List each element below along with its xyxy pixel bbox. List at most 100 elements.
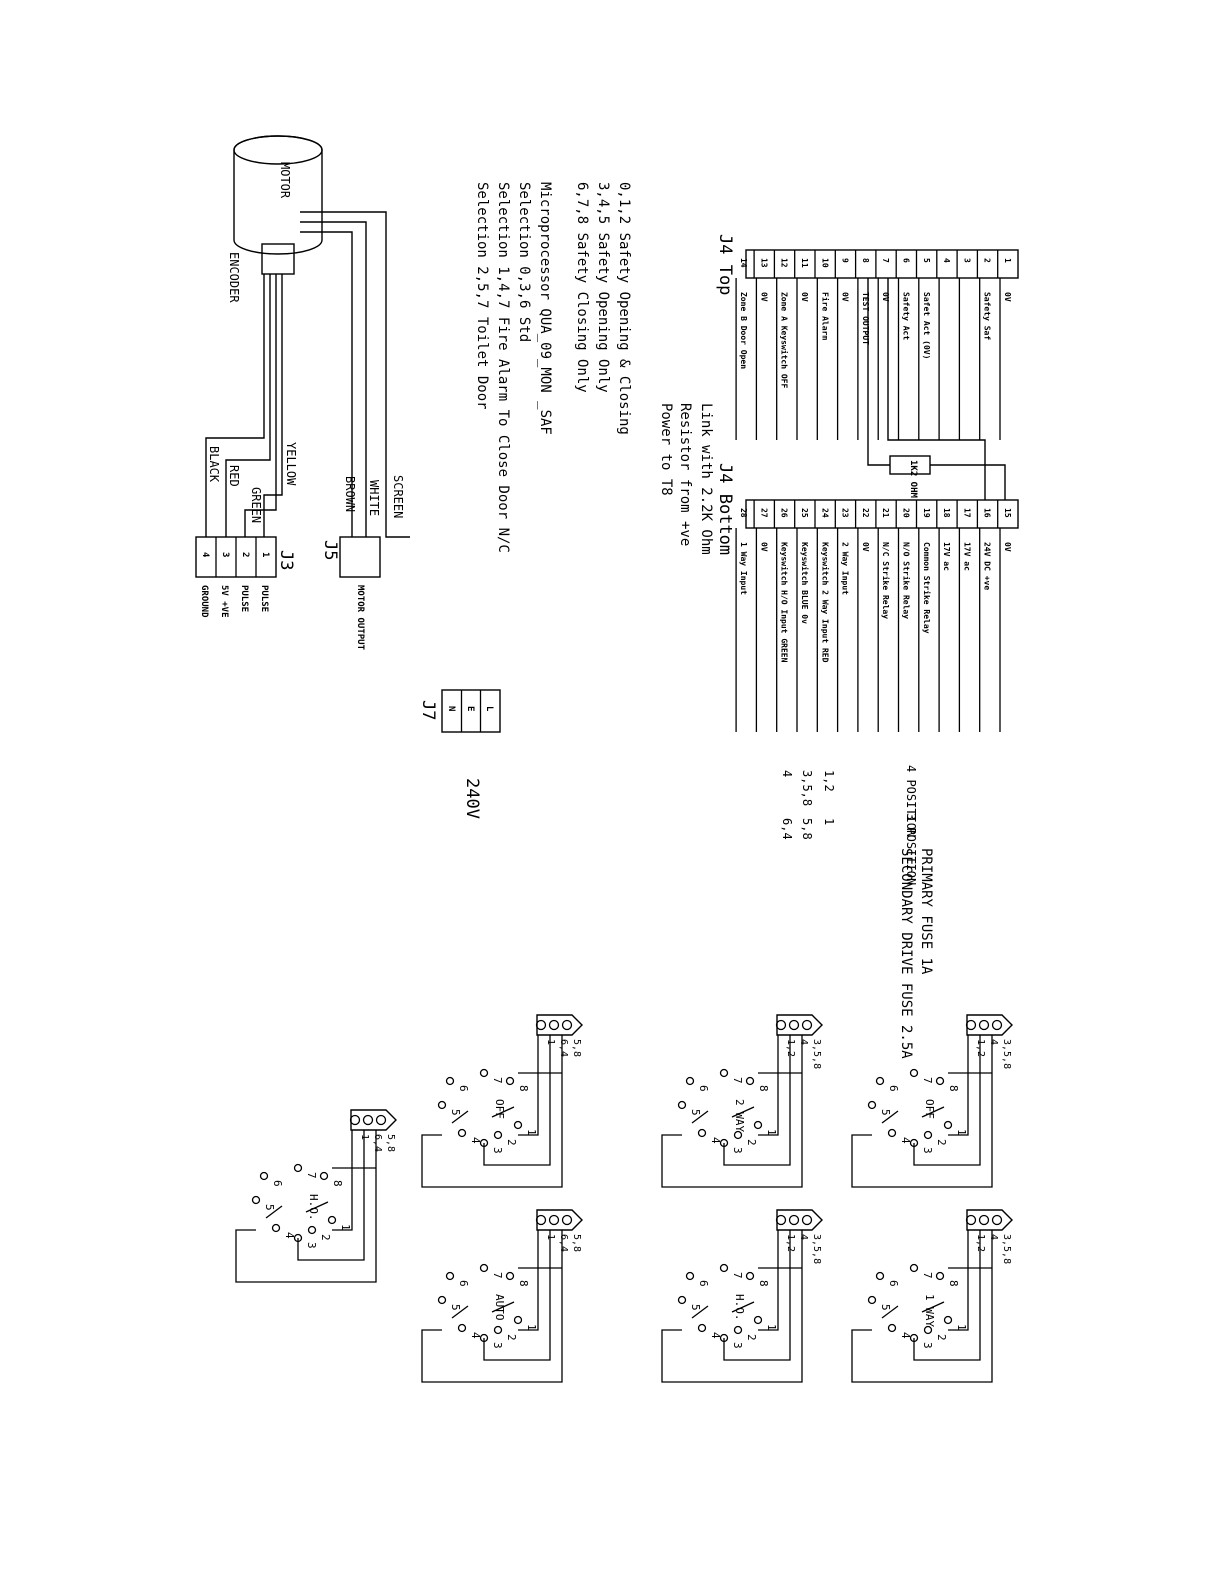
j7-title: J7: [418, 700, 438, 721]
keyswitch-terminal-label: 4: [798, 1039, 809, 1045]
keyswitch-position-number: 6: [697, 1085, 710, 1092]
keyswitch-position-number: 6: [271, 1180, 284, 1187]
keyswitch-wire-c: [758, 1035, 779, 1136]
keyswitch-position-number: 4: [283, 1232, 296, 1239]
j4-bottom-pin-label: 0V: [1003, 542, 1012, 552]
keyswitch-contact: [505, 1076, 515, 1086]
j4-bottom-pin-label: Keyswitch H/O Input GREEN: [780, 542, 790, 663]
keyswitch-wire-c: [332, 1130, 353, 1231]
keyswitch-contact-arm: [451, 1305, 469, 1319]
keyswitch-position-number: 8: [517, 1085, 530, 1092]
keyswitch-contact: [437, 1100, 447, 1110]
motor-label: MOTOR: [278, 162, 292, 199]
keyswitch-position-number: 1: [339, 1224, 352, 1231]
keyswitch-contact: [513, 1120, 523, 1130]
wire-screen: [300, 211, 410, 538]
keyswitch-contact: [719, 1263, 729, 1273]
keyswitch-contact: [909, 1138, 919, 1148]
keyswitch-position-number: 2: [319, 1234, 332, 1241]
keyswitch-position-number: 7: [731, 1272, 744, 1279]
j3-pin-4-label: GROUND: [199, 585, 209, 618]
encoder-body: [261, 243, 295, 275]
keyswitch-plug-pin: [788, 1214, 800, 1226]
keyswitch-mode-label: AUTO: [493, 1294, 506, 1321]
keyswitch-plug: [350, 1109, 397, 1131]
keyswitch-mode-label: H.O.: [307, 1194, 320, 1221]
resistor-label: 1K2 OHM: [908, 460, 918, 498]
j4-top-pin-label: Safet Act (0V): [922, 292, 931, 359]
j4-bottom-pin-label: Keyswitch 2 Way Input RED: [820, 542, 830, 663]
j4-bottom-pin-number: 19: [922, 508, 931, 518]
j4-bottom-pin-label: 17V ac: [962, 542, 971, 571]
j7-block: [441, 689, 501, 733]
keyswitch-wire-a: [851, 1035, 993, 1188]
keyswitch-position-number: 6: [457, 1085, 470, 1092]
keyswitch-contact: [445, 1076, 455, 1086]
keyswitch-contact: [479, 1138, 489, 1148]
keyswitch-contact: [733, 1130, 743, 1140]
j4-top-pin-number: 14: [739, 258, 748, 268]
j3-pin-1-label: PULSE: [259, 585, 269, 613]
keyswitch-wire-a: [851, 1230, 993, 1383]
keyswitch-position-number: 3: [491, 1342, 504, 1349]
keyswitch-position-number: 1: [525, 1129, 538, 1136]
j4-bottom-title: J4 Bottom: [715, 463, 735, 556]
four-pos-value-2: 3,5,8: [800, 770, 814, 807]
keyswitch-position-number: 4: [899, 1332, 912, 1339]
j4-top-pin-label: 0V: [759, 292, 768, 302]
keyswitch-contact: [437, 1295, 447, 1305]
keyswitch-terminal-label: 3,5,8: [811, 1039, 822, 1069]
keyswitch-plug: [966, 1014, 1013, 1036]
keyswitch-position-number: 4: [899, 1137, 912, 1144]
j4-top-pin-label: Safety Saf: [983, 292, 992, 340]
keyswitch-contact: [493, 1130, 503, 1140]
wire-label-white: WHITE: [367, 480, 381, 517]
j4-bottom-pin-label: N/O Strike Relay: [902, 542, 912, 619]
keyswitch-position-number: 3: [921, 1147, 934, 1154]
j4-top-pin-label: 0V: [800, 292, 809, 302]
keyswitch-position-number: 8: [757, 1085, 770, 1092]
keyswitch-contact-arm: [881, 1305, 899, 1319]
j4-top-pin-number: 7: [881, 258, 890, 263]
keyswitch-contact: [271, 1223, 281, 1233]
keyswitch-plug-pin: [965, 1019, 977, 1031]
keyswitch-contact: [719, 1068, 729, 1078]
j4-bottom-pin-label: 0V: [861, 542, 870, 552]
keyswitch-contact: [259, 1171, 269, 1181]
j4-bottom-pin-label: 0V: [759, 542, 768, 552]
keyswitch-contact: [457, 1128, 467, 1138]
keyswitch-wire-b: [483, 1230, 551, 1361]
keyswitch-terminal-label: 4: [988, 1234, 999, 1240]
keyswitch-plug-pin: [561, 1214, 573, 1226]
wire-label-brown: BROWN: [343, 476, 357, 513]
keyswitch-position-number: 1: [525, 1324, 538, 1331]
keyswitch-plug-pin: [775, 1214, 787, 1226]
three-pos-value-2: 5,8: [800, 818, 814, 840]
j4-top-pin-label: 0V: [1003, 292, 1012, 302]
keyswitch-contact: [479, 1263, 489, 1273]
keyswitch-contact-arm: [265, 1205, 283, 1219]
keyswitch-plug-pin: [788, 1019, 800, 1031]
keyswitch-position-number: 3: [305, 1242, 318, 1249]
keyswitch-plug: [536, 1209, 583, 1231]
j4-top-pin-number: 1: [1003, 258, 1012, 263]
resistor-wire-7: [887, 278, 986, 500]
keyswitch-plug: [776, 1209, 823, 1231]
keyswitch-contact: [923, 1130, 933, 1140]
wire-brown: [300, 231, 353, 537]
keyswitch-position-number: 1: [765, 1129, 778, 1136]
wire-label-black: BLACK: [207, 446, 221, 483]
j3-title: J3: [276, 550, 296, 571]
keyswitch-terminal-label: 6,4: [558, 1234, 569, 1252]
keyswitch-contact-arm: [881, 1110, 899, 1124]
j4-top-pin-number: 10: [820, 258, 829, 268]
keyswitch-position-number: 8: [947, 1085, 960, 1092]
keyswitch-position-number: 7: [731, 1077, 744, 1084]
keyswitch-terminal-label: 4: [798, 1234, 809, 1240]
keyswitch-contact: [935, 1271, 945, 1281]
j4-bottom-pin-number: 16: [983, 508, 992, 518]
keyswitch-plug-pin: [375, 1114, 387, 1126]
